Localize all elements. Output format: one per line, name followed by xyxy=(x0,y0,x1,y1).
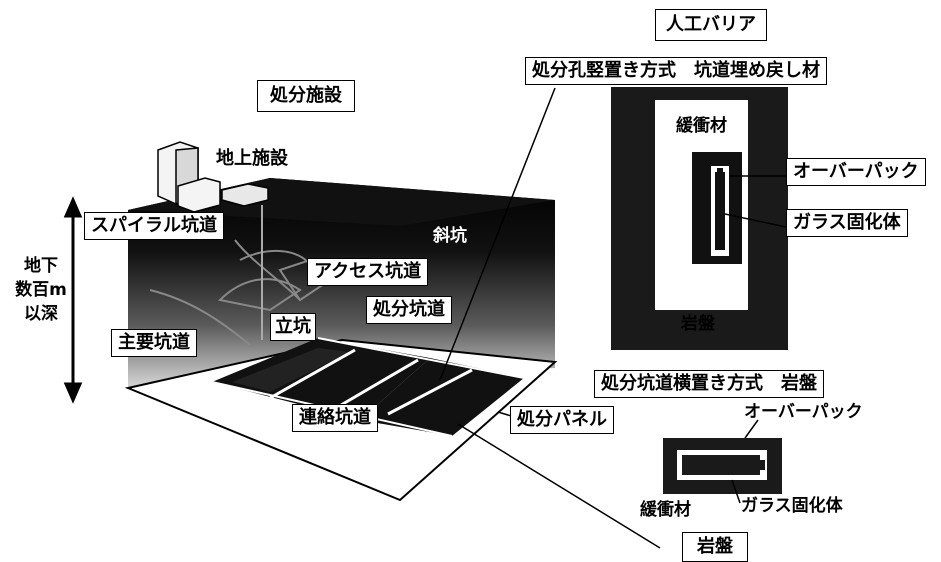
access-tunnel-label: アクセス坑道 xyxy=(307,258,429,286)
surface-facility-label: 地上施設 xyxy=(216,148,288,169)
vertical-buffer-label: 緩衝材 xyxy=(676,116,727,136)
depth-line-3: 以深 xyxy=(24,304,58,324)
depth-line-2: 数百m xyxy=(15,280,67,300)
facility-title: 処分施設 xyxy=(257,80,355,112)
horizontal-method-title: 処分坑道横置き方式 岩盤 xyxy=(594,370,824,398)
vertical-rock-label: 岩盤 xyxy=(681,314,715,334)
spiral-tunnel-label: スパイラル坑道 xyxy=(84,212,224,240)
main-tunnel-label: 主要坑道 xyxy=(111,329,197,357)
inclined-shaft-label: 斜坑 xyxy=(433,226,467,246)
vertical-method-title: 処分孔竪置き方式 坑道埋め戻し材 xyxy=(525,57,827,85)
horizontal-glass-label: ガラス固化体 xyxy=(741,496,843,516)
vertical-glass-label: ガラス固化体 xyxy=(786,209,908,237)
vertical-overpack-label: オーバーパック xyxy=(786,158,926,186)
engineered-barrier-title: 人工バリア xyxy=(655,9,767,41)
depth-arrow xyxy=(63,196,83,404)
horizontal-overpack-label: オーバーパック xyxy=(744,402,863,422)
depth-line-1: 地下 xyxy=(24,256,58,276)
bottom-rock-label: 岩盤 xyxy=(682,532,748,562)
disposal-panel-grid xyxy=(211,337,525,437)
horizontal-buffer-label: 緩衝材 xyxy=(640,500,691,520)
vertical-barrier-illustration xyxy=(611,87,788,350)
surface-buildings xyxy=(157,141,269,213)
horizontal-barrier-illustration xyxy=(663,419,782,504)
vertical-shaft-label: 立坑 xyxy=(270,313,316,341)
depth-label: 地下 数百m 以深 xyxy=(11,254,71,326)
disposal-panel-label: 処分パネル xyxy=(510,406,614,434)
disposal-tunnel-label: 処分坑道 xyxy=(366,296,452,324)
connecting-tunnel-label: 連絡坑道 xyxy=(292,404,378,432)
